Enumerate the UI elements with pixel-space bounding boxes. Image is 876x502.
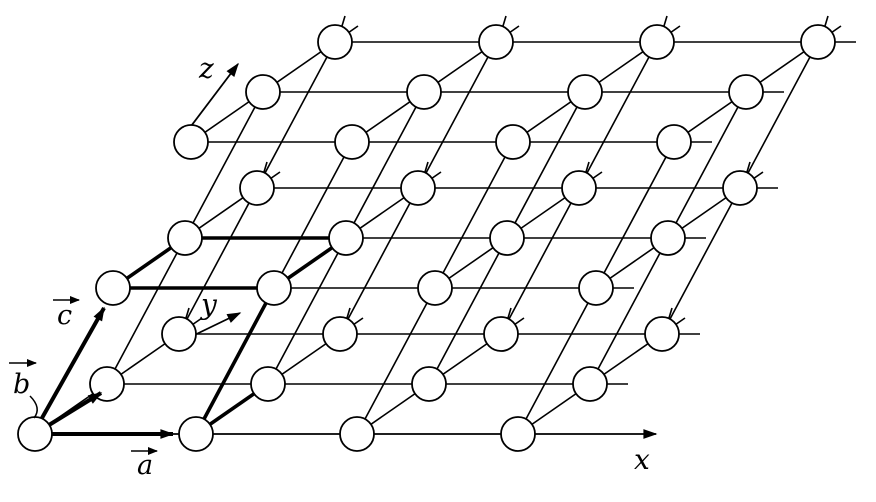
atom (250, 366, 286, 402)
atom (650, 220, 686, 256)
vector-a-label-group: a (131, 447, 158, 481)
atom (483, 316, 519, 352)
atom (578, 270, 614, 306)
atom (334, 124, 370, 160)
atom (489, 220, 525, 256)
unit-cell-outline (111, 236, 348, 436)
atom (167, 220, 203, 256)
atom (17, 416, 53, 452)
atom (478, 24, 514, 60)
unit-cell-edge (194, 287, 276, 435)
basis-vector-c (40, 306, 106, 419)
vector-b-label: b (13, 369, 30, 400)
atom (161, 316, 197, 352)
vector-c-label: c (57, 300, 72, 331)
basis-vector-b (47, 391, 103, 427)
atom (417, 270, 453, 306)
atom (317, 24, 353, 60)
axis-label-x: x (634, 443, 650, 476)
atom (644, 316, 680, 352)
basis-vectors (40, 306, 175, 439)
atom (339, 416, 375, 452)
atom (256, 270, 292, 306)
axis-label-y: y (199, 288, 218, 321)
atom (245, 74, 281, 110)
atom (495, 124, 531, 160)
axis-label-z: z (198, 52, 214, 85)
atom (400, 170, 436, 206)
lattice-lines (34, 15, 856, 435)
atom (328, 220, 364, 256)
vector-c-label-group: c (53, 296, 80, 331)
atom (639, 24, 675, 60)
atom (239, 170, 275, 206)
atom (722, 170, 758, 206)
atom (500, 416, 536, 452)
atom (728, 74, 764, 110)
atom (656, 124, 692, 160)
atom (173, 124, 209, 160)
atom (800, 24, 836, 60)
atom (561, 170, 597, 206)
lattice-atoms (17, 24, 836, 452)
atom (406, 74, 442, 110)
vector-b-pointer-curve (29, 395, 38, 419)
atom (95, 270, 131, 306)
atom (567, 74, 603, 110)
atom (322, 316, 358, 352)
atom (178, 416, 214, 452)
atom (572, 366, 608, 402)
vector-b-label-group: b (9, 359, 38, 419)
atom (411, 366, 447, 402)
vector-a-label: a (137, 450, 153, 481)
